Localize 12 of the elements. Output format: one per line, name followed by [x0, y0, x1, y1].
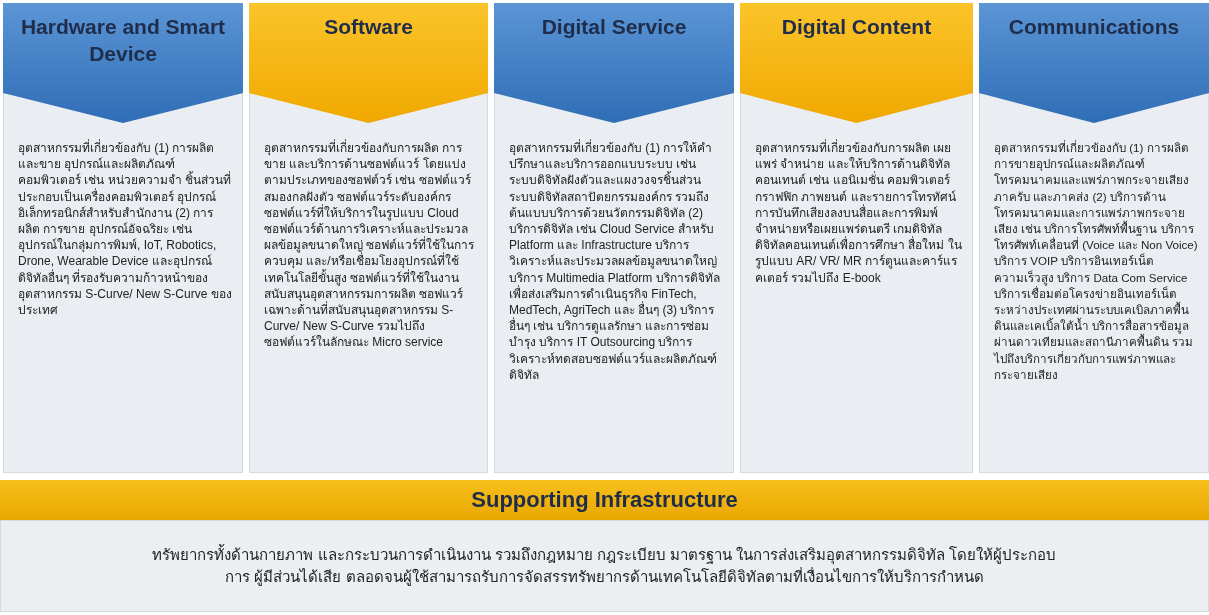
description-text: อุตสาหกรรมที่เกี่ยวข้องกับ (1) การให้คำปรึกษาและบริการออกแบบระบบ เช่น ระบบดิจิทัลฝังตัวและแผงวงจรชิ้นส่วน ระบบดิจิทัลสถาปัตยกรรมองค์กร รวมถึงต้นแบบบริการด้วยนวัตกรรมดิจิทัล (2) บริการดิจิทัล เช่น Cloud Service สำหรับ Platform และ Infrastructure บริการวิเคราะห์และประมวลผลข้อมูลขนาดใหญ่ บริการ Multimedia Platform บริการดิจิทัลเพื่อส่งเสริมการดำเนินธุรกิจ FinTech, MedTech, AgriTech และ อื่นๆ (3) บริการอื่นๆ เช่น บริการดูแลรักษา และการซ่อมบำรุง บริการ IT Outsourcing บริการวิเคราะห์ทดสอบซอฟต์แวร์และผลิตภัณฑ์ดิจิทัล	[509, 140, 721, 384]
category-heading: Communications	[1007, 14, 1181, 40]
category-heading: Digital Service	[540, 14, 688, 40]
description-text: อุตสาหกรรมที่เกี่ยวข้องกับ (1) การผลิตและขาย อุปกรณ์และผลิตภัณฑ์คอมพิวเตอร์ เช่น หน่วยความจำ ชิ้นส่วนที่ประกอบเป็นเครื่องคอมพิวเตอร์ อุปกรณ์อิเล็กทรอนิกส์สำหรับสำนักงาน (2) การผลิต การขาย อุปกรณ์อัจฉริยะ เช่น อุปกรณ์ในกลุ่มการพิมพ์, IoT, Robotics, Drone, Wearable Device และอุปกรณ์ดิจิทัลอื่นๆ ที่รองรับความก้าวหน้าของอุตสาหกรรม S-Curve/ New S-Curve ของประเทศ	[18, 140, 233, 319]
category-heading: Software	[323, 14, 414, 40]
description-text: อุตสาหกรรมที่เกี่ยวข้องกับการผลิต การขาย และบริการด้านซอฟต์แวร์ โดยแบ่งตามประเภทของซอฟต์วร์ เช่น ซอฟต์แวร์สมองกลฝังตัว ซอฟต์แวร์ระดับองค์กร ซอฟต์แวร์ที่ให้บริการในรูปแบบ Cloud ซอฟต์แวร์ด้านการวิเคราะห์และประมวลผลข้อมูลขนาดใหญ่ ซอฟต์แวร์ที่ใช้ในการควบคุม และ/หรือเชื่อมโยงอุปกรณ์ที่ใช้เทคโนโลยีขั้นสูง ซอฟต์แวร์ที่ใช้ในงานสนับสนุนอุตสาหกรรมการผลิต ซอฟแวร์เฉพาะด้านที่สนับสนุนอุตสาหกรรม S-Curve/ New S-Curve รวมไปถึง ซอฟต์แวร์ในลักษณะ Micro service	[264, 140, 476, 351]
description-text: อุตสาหกรรมที่เกี่ยวข้องกับการผลิต เผยแพร่ จำหน่าย และให้บริการด้านดิจิทัลคอนเทนต์ เช่น แอนิเมชั่น คอมพิวเตอร์กราฟฟิก ภาพยนต์ และรายการโทรทัศน์ การบันทึกเสียงลงบนสื่อและการพิมพ์ จำหน่ายหรือเผยแพร่ดนตรี เกมดิจิทัล ดิจิทัลคอนเทนต์เพื่อการศึกษา สื่อใหม่ ในรูปแบบ AR/ VR/ MR การ์ตูนและคาร์แรคเตอร์ รวมไปถึง E-book	[755, 140, 963, 286]
category-heading: Hardware and Smart Device	[19, 14, 227, 67]
description-text: ทรัพยากรทั้งด้านกายภาพ และกระบวนการดำเนินงาน รวมถึงกฎหมาย กฎระเบียบ มาตรฐาน ในการส่งเสริมอุตสาหกรรมดิจิทัล โดยให้ผู้ประกอบการ ผู้มีส่วนได้เสีย ตลอดจนผู้ใช้สามารถรับการจัดสรรทรัพยากรด้านเทคโนโลยีดิจิทัลตามที่เงื่อนไขการให้บริการกำหนด	[151, 544, 1058, 588]
description-text: อุตสาหกรรมที่เกี่ยวข้องกับ (1) การผลิต การขายอุปกรณ์และผลิตภัณฑ์โทรคมนาคมและแพร่ภาพกระจายเสียงภาครับ และภาคส่ง (2) บริการด้านโทรคมนาคมและการแพร่ภาพกระจายเสียง เช่น บริการโทรศัพท์พื้นฐาน บริการโทรศัพท์เคลื่อนที่ (Voice และ Non Voice) บริการ VOIP บริการอินเทอร์เน็ตความเร็วสูง บริการ Data Com Service บริการเชื่อมต่อโครงข่ายอินเทอร์เน็ตระหว่างประเทศผ่านระบบเคเบิลภาคพื้นดินและเคเบิ้ลใต้น้ำ บริการสื่อสารข้อมูลผ่านดาวเทียมและสถานีภาคพื้นดิน รวมไปถึงบริการเกี่ยวกับการแพร่ภาพและกระจายเสียง	[994, 140, 1199, 383]
category-heading: Digital Content	[780, 14, 933, 40]
banner-heading: Supporting Infrastructure	[471, 487, 738, 513]
